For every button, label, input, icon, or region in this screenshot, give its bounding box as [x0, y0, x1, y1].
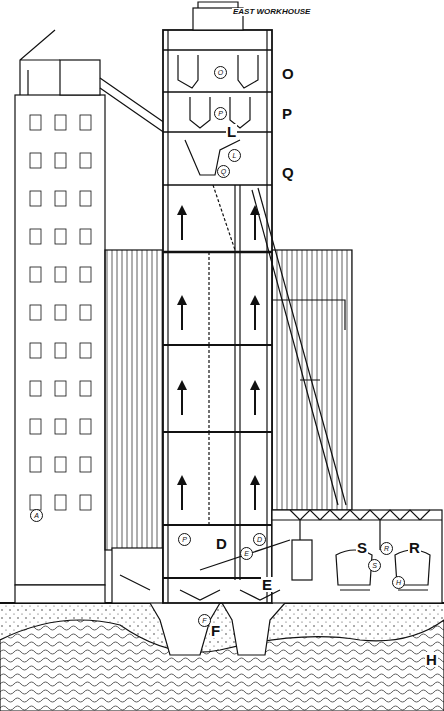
window [30, 115, 41, 130]
part-letter: Q [281, 165, 295, 180]
annex-windows [30, 115, 91, 510]
callout-letter: F [198, 614, 211, 627]
window [80, 229, 91, 244]
part-letter: R [408, 540, 421, 555]
window [30, 495, 41, 510]
window [80, 495, 91, 510]
window [80, 381, 91, 396]
part-letter: D [215, 536, 228, 551]
callout-letter: D [253, 533, 266, 546]
part-letter: O [281, 66, 295, 81]
callout-letter: S [368, 559, 381, 572]
window [55, 191, 66, 206]
window [55, 495, 66, 510]
callout-letter: H [392, 576, 405, 589]
window [30, 267, 41, 282]
window [30, 191, 41, 206]
window [80, 115, 91, 130]
window [80, 191, 91, 206]
window [30, 381, 41, 396]
window [55, 343, 66, 358]
window [55, 381, 66, 396]
part-letter: F [210, 623, 221, 638]
callout-letter: A [30, 509, 43, 522]
window [80, 305, 91, 320]
callout-letter: R [380, 542, 393, 555]
window [55, 457, 66, 472]
window [30, 343, 41, 358]
window [55, 419, 66, 434]
window [55, 305, 66, 320]
title-label: EAST WORKHOUSE [232, 8, 311, 16]
window [30, 457, 41, 472]
window [55, 115, 66, 130]
window [55, 229, 66, 244]
window [80, 153, 91, 168]
window [30, 229, 41, 244]
callout-letter: L [228, 149, 241, 162]
callout-letter: P [214, 107, 227, 120]
window [80, 419, 91, 434]
part-letter: L [226, 124, 237, 139]
window [30, 153, 41, 168]
window [55, 153, 66, 168]
window [30, 305, 41, 320]
callout-letter: E [240, 547, 253, 560]
part-letter: E [261, 577, 273, 592]
part-letter: P [281, 106, 293, 121]
window [55, 267, 66, 282]
callout-letter: Q [217, 165, 230, 178]
callout-letter: P [178, 533, 191, 546]
window [80, 457, 91, 472]
callout-letter: O [214, 66, 227, 79]
window [80, 343, 91, 358]
part-letter: H [425, 652, 438, 667]
part-letter: S [356, 540, 368, 555]
window [80, 267, 91, 282]
window [30, 419, 41, 434]
